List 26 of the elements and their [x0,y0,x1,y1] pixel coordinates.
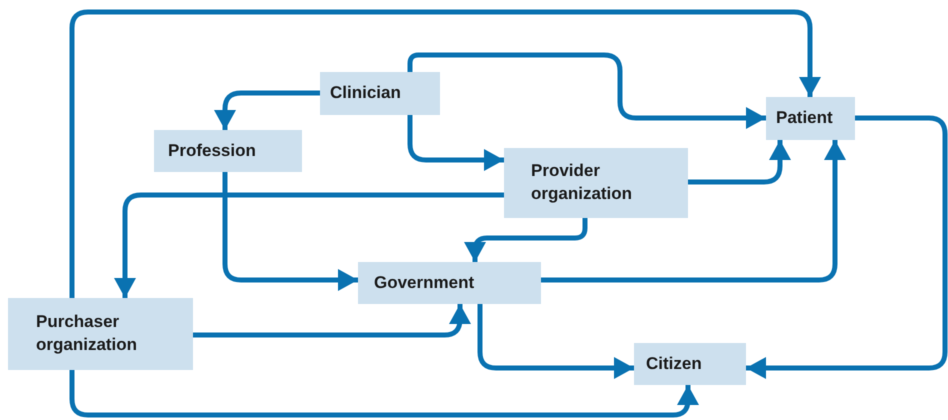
process-box [320,72,440,115]
arrow [408,115,504,171]
process-box [358,262,541,304]
process-box [766,97,855,140]
node-label: Profession [168,140,256,162]
arrow [746,116,948,379]
arrow [70,10,821,298]
node-label: Patient [776,107,833,130]
arrow [541,140,846,282]
process-box [634,343,746,385]
arrow [214,90,320,130]
node-label: Government [374,272,474,294]
arrow [408,52,766,129]
arrow [193,304,471,338]
node-label: Citizen [646,352,702,375]
arrow [222,172,358,291]
arrow [70,370,699,418]
process-box [154,130,302,172]
arrow [688,140,791,184]
process-box [8,298,193,370]
node-label: Provider organization [531,160,634,205]
node-label: Purchaser organization [36,311,138,356]
arrow [478,304,634,379]
process-box [504,148,688,218]
node-label: Clinician [330,82,401,104]
arrow [114,192,504,298]
